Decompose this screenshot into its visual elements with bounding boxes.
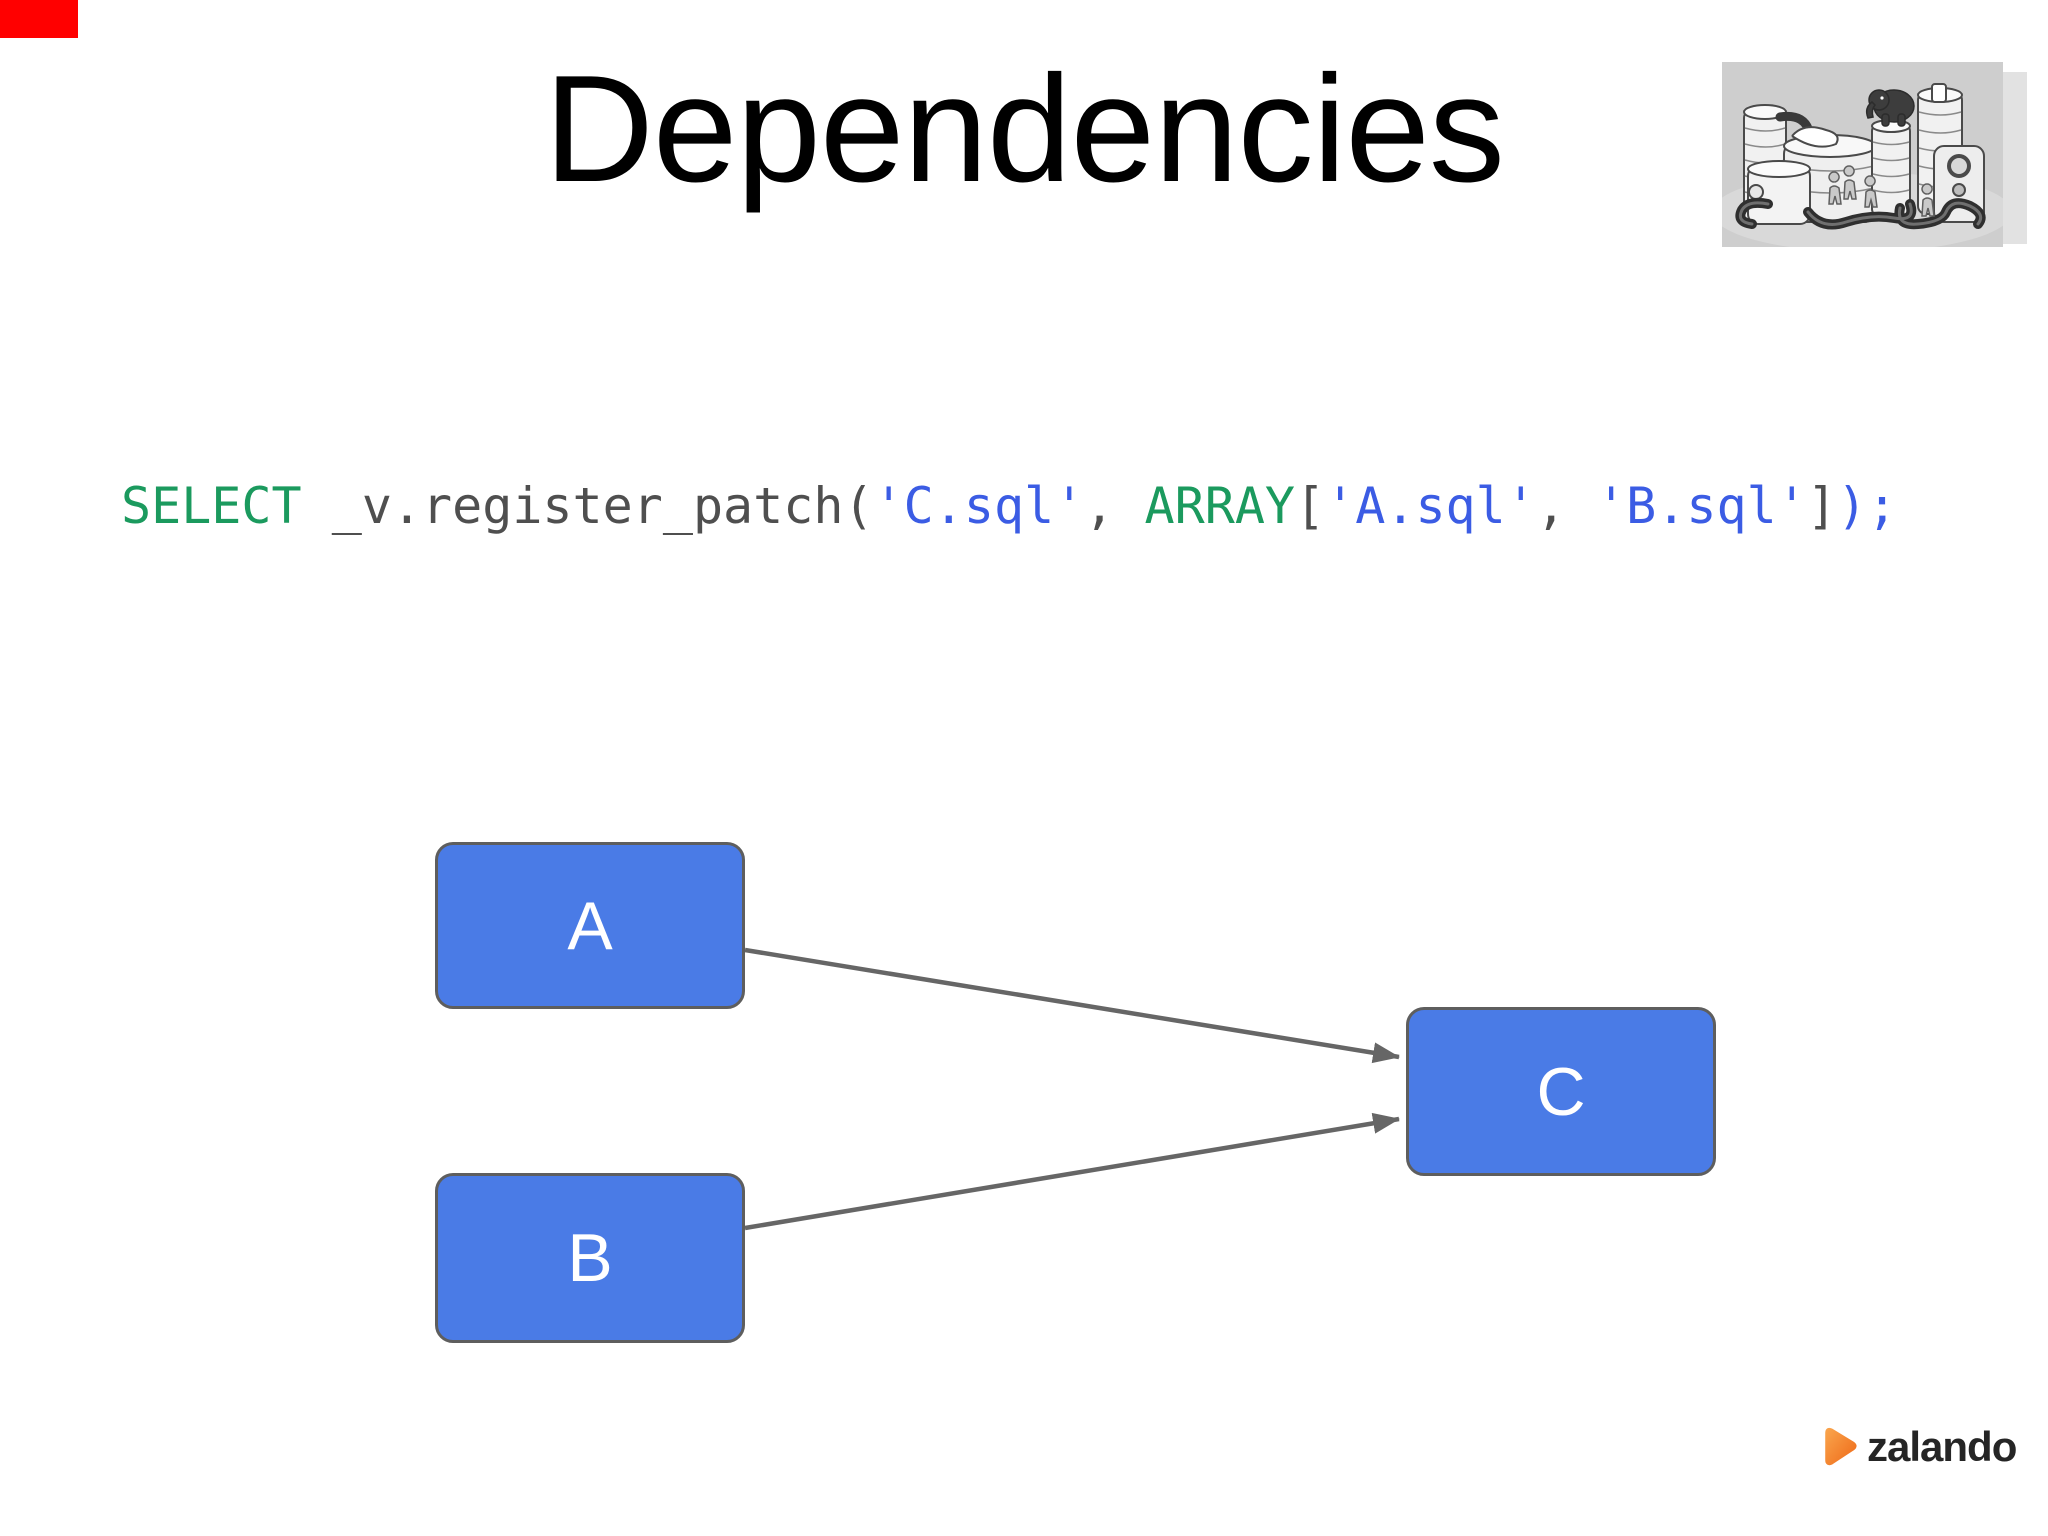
code-token: 'C.sql' [873, 477, 1085, 535]
edge-b-to-c [744, 1112, 1400, 1231]
code-token: [ [1295, 477, 1326, 535]
code-token: SELECT [121, 477, 332, 535]
code-token: ); [1836, 477, 1898, 535]
code-token: _v.register_patch( [331, 477, 874, 535]
sql-code-line: SELECT _v.register_patch('C.sql', ARRAY[… [121, 477, 1897, 535]
edge-a-to-c [744, 947, 1400, 1064]
database-elephants-illustration-svg [1712, 62, 2012, 252]
red-corner-marker [0, 0, 78, 38]
code-token: , [1535, 477, 1597, 535]
zalando-triangle-icon [1825, 1427, 1857, 1466]
node-b: B [435, 1173, 745, 1343]
zalando-logo: zalando [1820, 1423, 2017, 1470]
code-token: ARRAY [1144, 477, 1296, 535]
node-b-label: B [567, 1220, 613, 1296]
node-c-label: C [1536, 1053, 1586, 1130]
node-a-label: A [567, 887, 613, 964]
illustration-ghost-edge [2001, 72, 2027, 244]
code-token: , [1084, 477, 1145, 535]
node-a: A [435, 842, 745, 1009]
code-token: ] [1806, 477, 1837, 535]
zalando-logo-text: zalando [1867, 1423, 2017, 1470]
code-token: 'A.sql' [1325, 477, 1536, 535]
code-token: 'B.sql' [1596, 477, 1807, 535]
database-elephants-illustration [1712, 62, 2012, 252]
slide-title: Dependencies [544, 44, 1505, 214]
node-c: C [1406, 1007, 1716, 1176]
